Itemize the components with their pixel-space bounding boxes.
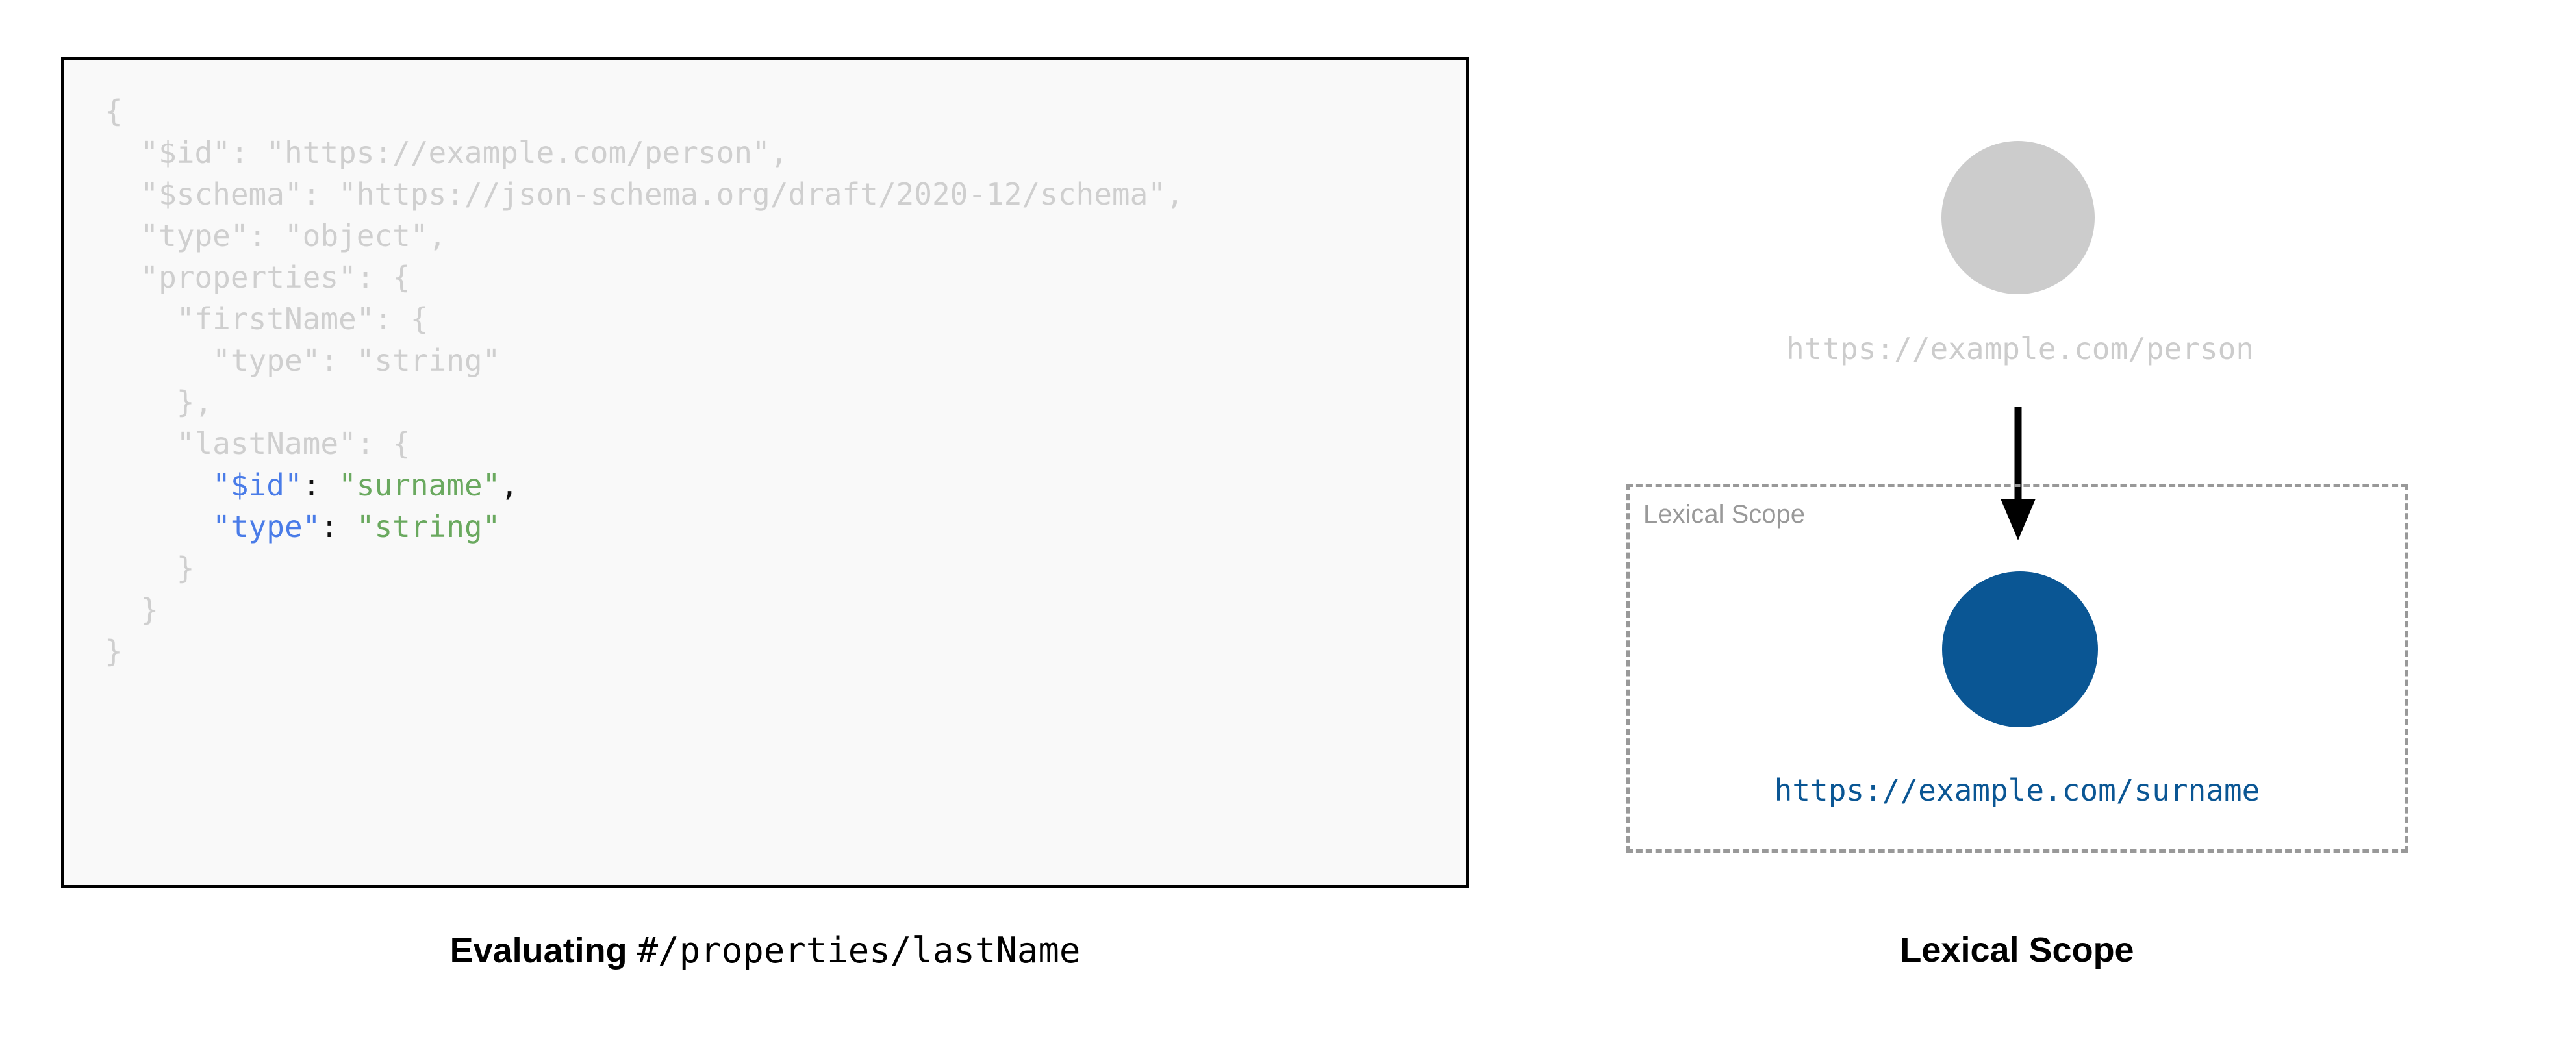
code-line: "type": "object",	[105, 215, 1184, 257]
code-token: "$id"	[212, 468, 303, 503]
code-line: "properties": {	[105, 257, 1184, 298]
code-token: "$schema": "https://json-schema.org/draf…	[105, 177, 1184, 212]
lexical-scope-boundary-label: Lexical Scope	[1643, 500, 1806, 529]
code-token: "surname"	[338, 468, 501, 503]
code-token	[320, 468, 338, 503]
code-token: "$id": "https://example.com/person",	[105, 135, 789, 170]
code-token: "lastName": {	[105, 426, 410, 461]
code-token: }	[105, 634, 123, 669]
code-token: :	[320, 509, 339, 544]
code-line: "$id": "https://example.com/person",	[105, 132, 1184, 173]
code-line: "$schema": "https://json-schema.org/draf…	[105, 173, 1184, 215]
code-token: }	[105, 551, 195, 586]
code-token: "type"	[212, 509, 321, 544]
code-token	[338, 509, 357, 544]
code-token: {	[105, 94, 123, 129]
scoped-schema-node-label: https://example.com/surname	[1774, 773, 2260, 808]
code-line: "$id": "surname",	[105, 464, 1184, 506]
code-line: {	[105, 90, 1184, 132]
code-lines-container: { "$id": "https://example.com/person", "…	[105, 90, 1184, 672]
code-token: "type": "object",	[105, 218, 447, 253]
code-line: }	[105, 589, 1184, 631]
code-token: "properties": {	[105, 260, 410, 295]
json-schema-code-block: { "$id": "https://example.com/person", "…	[61, 57, 1469, 888]
code-panel: { "$id": "https://example.com/person", "…	[61, 57, 1469, 971]
code-token: ,	[500, 468, 519, 503]
code-line: },	[105, 381, 1184, 423]
scoped-schema-node-circle	[1942, 571, 2098, 727]
root-schema-node-label: https://example.com/person	[1786, 331, 2254, 366]
code-line: "type": "string"	[105, 506, 1184, 547]
left-panel-caption: Evaluating #/properties/lastName	[61, 930, 1469, 971]
right-panel-caption: Lexical Scope	[1900, 931, 2134, 970]
caption-json-pointer: #/properties/lastName	[637, 930, 1081, 971]
code-token: "string"	[356, 509, 501, 544]
code-line: }	[105, 631, 1184, 672]
code-token	[105, 509, 212, 544]
code-token: :	[302, 468, 321, 503]
caption-evaluating-label: Evaluating	[449, 931, 627, 970]
code-line: }	[105, 547, 1184, 589]
code-token	[105, 468, 212, 503]
code-token: },	[105, 384, 213, 419]
code-token: "type": "string"	[105, 343, 501, 378]
lexical-scope-boundary	[1626, 484, 2408, 853]
code-token: }	[105, 592, 159, 627]
code-token: "firstName": {	[105, 301, 429, 336]
scope-diagram-panel: https://example.com/person Lexical Scope…	[1559, 0, 2576, 1039]
code-line: "lastName": {	[105, 423, 1184, 464]
down-arrow-icon	[2001, 407, 2036, 540]
code-line: "firstName": {	[105, 298, 1184, 340]
code-line: "type": "string"	[105, 340, 1184, 381]
root-schema-node-circle	[1941, 141, 2095, 294]
